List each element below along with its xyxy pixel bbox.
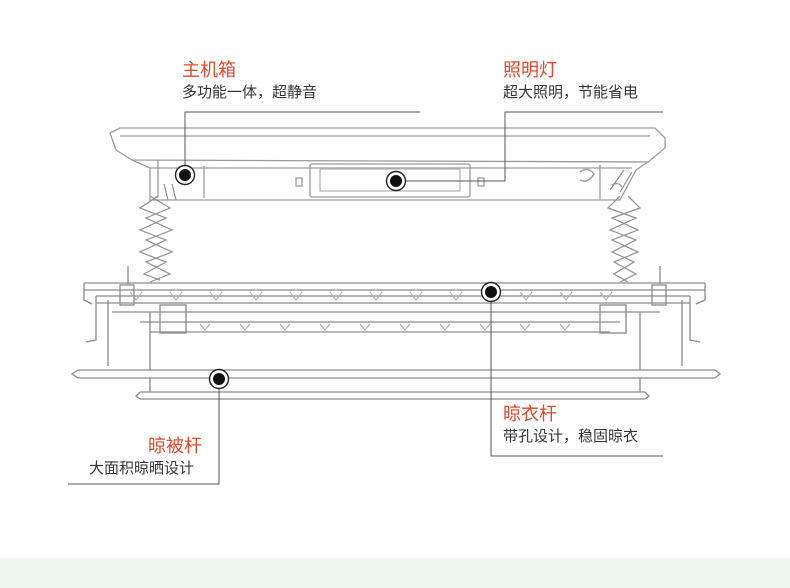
callout-light-desc: 超大照明，节能省电 [503, 83, 639, 101]
marker-light [385, 170, 407, 192]
marker-rod [480, 281, 502, 303]
rod-holes [129, 291, 613, 331]
callout-light-title: 照明灯 [503, 60, 557, 81]
callout-quilt-rod: 晾被杆 大面积晾晒设计 [89, 436, 202, 478]
callout-main-box-title: 主机箱 [182, 60, 236, 81]
callout-quilt-rod-desc: 大面积晾晒设计 [89, 459, 195, 477]
rod-frame [83, 266, 706, 370]
scissor-arm-right [606, 169, 642, 283]
leader-lines [68, 111, 663, 485]
callout-light: 照明灯 超大照明，节能省电 [503, 60, 638, 102]
callout-rod-title: 晾衣杆 [503, 404, 557, 425]
quilt-rods [70, 369, 722, 400]
main-housing [109, 127, 666, 201]
callout-main-box: 主机箱 多功能一体，超静音 [182, 60, 317, 102]
callout-rod-desc: 带孔设计，稳固晾衣 [503, 427, 639, 445]
marker-quilt-rod [208, 368, 230, 390]
scissor-arm-left [138, 183, 177, 283]
callout-quilt-rod-title: 晾被杆 [148, 436, 202, 457]
callout-main-box-desc: 多功能一体，超静音 [182, 83, 318, 101]
bottom-band [0, 558, 790, 588]
marker-main-box [174, 164, 196, 186]
callout-rod: 晾衣杆 带孔设计，稳固晾衣 [503, 404, 638, 446]
